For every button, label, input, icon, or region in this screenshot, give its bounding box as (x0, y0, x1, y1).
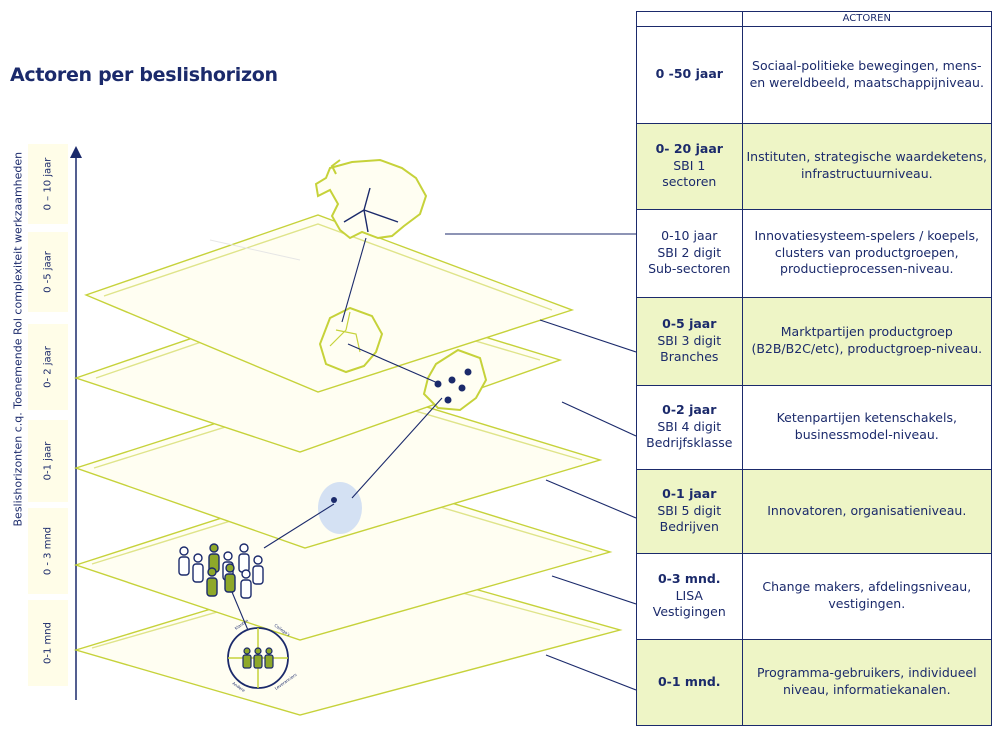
layer-plane-5y (84, 214, 575, 393)
horizon-cell: 0-2 jaar (662, 401, 717, 417)
table-header-cell (636, 11, 743, 27)
arrow-line (343, 209, 365, 223)
horizon-cell: 0 -50 jaar (655, 66, 723, 82)
table-header-cell: ACTOREN (741, 11, 992, 27)
actors-cell: Instituten, strategische waardeketens, i… (741, 122, 992, 210)
sbi-cell: LISA (675, 587, 703, 603)
layer-diagram: Klanten Collega's Leveranciers Andere (70, 146, 636, 716)
horizon-cell: 0-10 jaar (661, 227, 718, 243)
node-icon (464, 368, 472, 376)
actors-cell: Innovatoren, organisatieniveau. (741, 468, 992, 554)
faint-line (209, 239, 301, 261)
level-cell: Bedrijven (659, 519, 719, 535)
horizon-box-1y: 0-1 jaar (28, 420, 68, 502)
leader-line (551, 575, 636, 605)
actors-cell: Programma-gebruikers, individueel niveau… (741, 638, 992, 726)
table-row: 0 -50 jaar Sociaal-politieke bewegingen,… (636, 25, 992, 124)
node-icon (458, 384, 466, 392)
page-title: Actoren per beslishorizon (10, 64, 278, 86)
actors-cell: Change makers, afdelingsniveau, vestigin… (741, 552, 992, 640)
horizon-cell: 0-1 mnd. (657, 673, 721, 689)
company-cluster-icon (318, 482, 362, 534)
netherlands-map-icon (318, 306, 384, 374)
node-icon (448, 376, 456, 384)
horizon-cell: 0-3 mnd. (657, 570, 721, 586)
level-cell: Vestigingen (652, 604, 726, 620)
connector-line (351, 397, 443, 499)
leader-line (545, 654, 636, 691)
level-cell: Bedrijfsklasse (646, 435, 733, 451)
leader-line (545, 479, 636, 519)
sbi-cell: SBI 4 digit (657, 418, 722, 434)
arrow-line (363, 209, 369, 233)
node-icon (444, 396, 452, 404)
connector-line (263, 503, 335, 549)
arrow-line (363, 187, 371, 211)
horizon-box-1m: 0-1 mnd (28, 600, 68, 686)
horizon-cell: 0-1 jaar (662, 485, 717, 501)
europe-map-detail (330, 159, 341, 175)
horizon-cell: 0- 20 jaar (655, 140, 723, 156)
connector-line (347, 343, 441, 385)
province-lines (329, 311, 361, 353)
axis-arrow-icon (70, 146, 82, 158)
horizon-box-2y: 0- 2 jaar (28, 324, 68, 410)
level-cell: sectoren (662, 174, 717, 190)
sbi-cell: SBI 2 digit (657, 244, 722, 260)
leader-line (539, 319, 636, 353)
sbi-cell: SBI 3 digit (657, 332, 722, 348)
sbi-cell: SBI 1 (673, 157, 706, 173)
actors-cell: Innovatiesysteem-spelers / koepels, clus… (741, 208, 992, 298)
horizon-box-10y: 0 – 10 jaar (28, 144, 68, 224)
actors-cell: Ketenpartijen ketenschakels, businessmod… (741, 384, 992, 470)
sbi-cell: SBI 5 digit (657, 502, 722, 518)
layer-inner-edge (103, 223, 553, 311)
leader-line (561, 401, 636, 437)
horizon-box-5y: 0 -5 jaar (28, 232, 68, 312)
actors-cell: Sociaal-politieke bewegingen, mens- en w… (741, 25, 992, 124)
node-icon (331, 497, 337, 503)
horizon-cell: 0-5 jaar (662, 315, 717, 331)
actors-table: ACTOREN 0 -50 jaar Sociaal-politieke bew… (636, 11, 992, 726)
level-cell: Sub-sectoren (648, 261, 731, 277)
actors-cell: Marktpartijen productgroep (B2B/B2C/etc)… (741, 296, 992, 386)
arrow-line (363, 209, 399, 223)
table-row: 0-1 mnd. Programma-gebruikers, individue… (636, 638, 992, 726)
level-cell: Branches (660, 349, 719, 365)
europe-map-icon (314, 158, 428, 240)
horizon-box-3m: 0 - 3 mnd (28, 508, 68, 594)
connector-line (341, 237, 367, 323)
